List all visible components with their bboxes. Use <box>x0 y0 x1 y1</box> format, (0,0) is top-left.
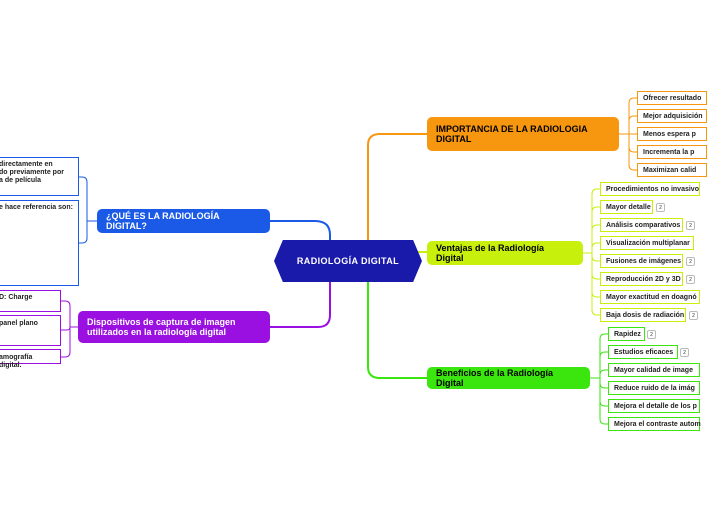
que-es-item[interactable]: e hace referencia son: <box>0 200 79 286</box>
link-beneficios-item <box>590 377 608 425</box>
importancia-item[interactable]: Mejor adquisición <box>637 109 707 123</box>
importancia-item[interactable]: Menos espera p <box>637 127 707 141</box>
link-importancia-item <box>619 133 637 153</box>
topic-dispositivos[interactable]: Dispositivos de captura de imagen utiliz… <box>78 311 270 343</box>
importancia-item[interactable]: Ofrecer resultado <box>637 91 707 105</box>
beneficios-item[interactable]: Rapidez <box>608 327 645 341</box>
importancia-item[interactable]: Incrementa la p <box>637 145 707 159</box>
importancia-item[interactable]: Maximizan calid <box>637 163 707 177</box>
link-ventajas-item <box>583 206 600 254</box>
dispositivos-item[interactable]: panel plano <box>0 315 61 346</box>
ventajas-item[interactable]: Visualización multiplanar <box>600 236 694 250</box>
link-que-es <box>270 220 331 240</box>
central-topic[interactable]: RADIOLOGÍA DIGITAL <box>274 240 422 282</box>
link-beneficios-item <box>590 369 608 379</box>
ventajas-item[interactable]: Baja dosis de radiación <box>600 308 686 322</box>
beneficios-item[interactable]: Mejora el detalle de los p <box>608 399 700 413</box>
link-que-es-item <box>79 220 97 244</box>
dispositivos-item[interactable]: amografía digital. <box>0 349 61 369</box>
link-ventajas-item <box>583 242 600 254</box>
ventajas-item[interactable]: Análisis comparativos <box>600 218 683 232</box>
topic-ventajas[interactable]: Ventajas de la Radiología Digital <box>427 241 583 265</box>
ventajas-count-badge[interactable]: 2 <box>656 203 665 212</box>
topic-beneficios[interactable]: Beneficios de la Radiología Digital <box>427 367 590 389</box>
ventajas-count-badge[interactable]: 2 <box>686 221 695 230</box>
link-ventajas-item <box>583 252 600 316</box>
topic-importancia[interactable]: IMPORTANCIA DE LA RADIOLOGIA DIGITAL <box>427 117 619 151</box>
beneficios-item[interactable]: Estudios eficaces <box>608 345 678 359</box>
topic-que-es[interactable]: ¿QUÉ ES LA RADIOLOGÍA DIGITAL? <box>97 209 270 233</box>
link-beneficios <box>367 282 427 379</box>
beneficios-count-badge[interactable]: 2 <box>680 348 689 357</box>
link-que-es-item <box>79 176 97 222</box>
link-importancia-item <box>619 133 637 171</box>
link-ventajas-item <box>583 188 600 254</box>
link-beneficios-item <box>590 351 608 379</box>
ventajas-item[interactable]: Fusiones de imágenes <box>600 254 683 268</box>
link-ventajas-item <box>583 224 600 254</box>
ventajas-count-badge[interactable]: 2 <box>686 257 695 266</box>
link-importancia <box>367 133 427 240</box>
link-dispositivos-item <box>61 300 78 328</box>
que-es-item[interactable]: directamente en do previamente por a de … <box>0 157 79 196</box>
link-importancia-item <box>619 97 637 135</box>
ventajas-count-badge[interactable]: 2 <box>686 275 695 284</box>
link-beneficios-item <box>590 333 608 379</box>
ventajas-count-badge[interactable]: 2 <box>689 311 698 320</box>
beneficios-item[interactable]: Mejora el contraste autom <box>608 417 701 431</box>
ventajas-item[interactable]: Mayor detalle <box>600 200 653 214</box>
link-dispositivos <box>270 282 331 328</box>
link-beneficios-item <box>590 377 608 389</box>
beneficios-item[interactable]: Reduce ruido de la imág <box>608 381 700 395</box>
beneficios-count-badge[interactable]: 2 <box>647 330 656 339</box>
dispositivos-item[interactable]: D: Charge <box>0 290 61 312</box>
beneficios-item[interactable]: Mayor calidad de image <box>608 363 700 377</box>
ventajas-item[interactable]: Procedimientos no invasivo <box>600 182 700 196</box>
link-beneficios-item <box>590 377 608 407</box>
link-dispositivos-item <box>61 326 78 358</box>
ventajas-item[interactable]: Reproducción 2D y 3D <box>600 272 683 286</box>
link-importancia-item <box>619 115 637 135</box>
ventajas-item[interactable]: Mayor exactitud en doagnó <box>600 290 700 304</box>
